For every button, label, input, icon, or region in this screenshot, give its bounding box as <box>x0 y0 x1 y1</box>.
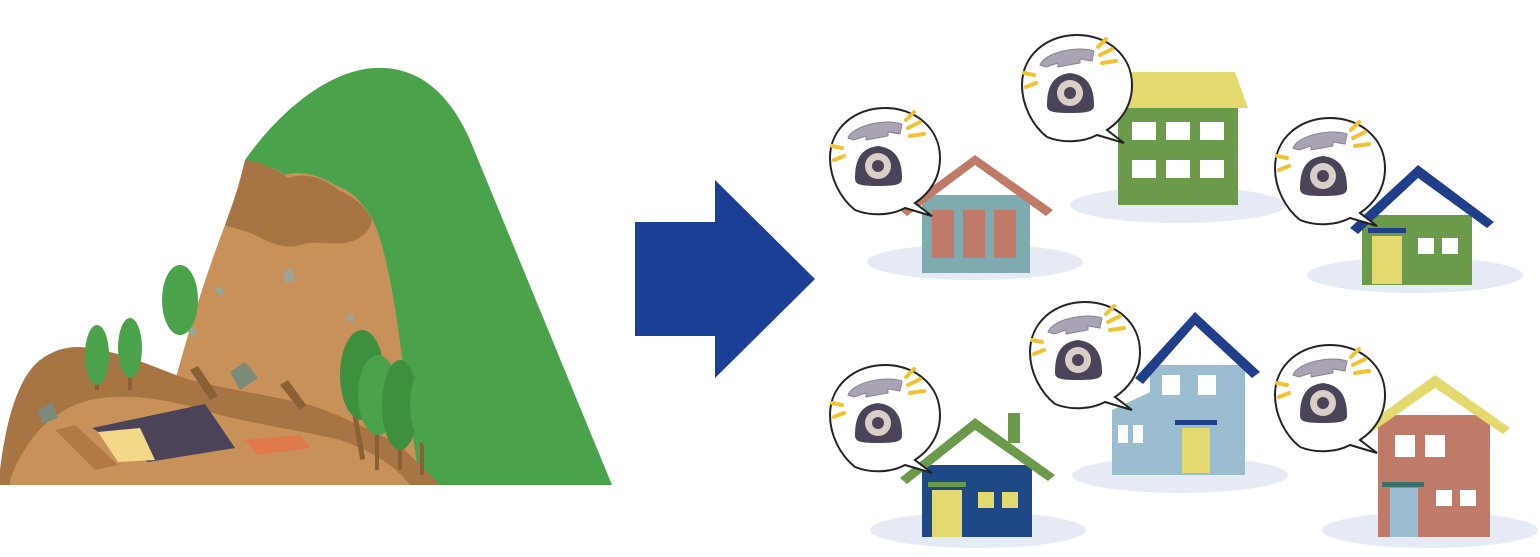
rock-3 <box>283 268 295 283</box>
house-roof <box>900 155 1053 216</box>
phone-icon <box>1028 300 1142 412</box>
buried-house-wall <box>98 428 155 462</box>
rock-2 <box>38 402 58 424</box>
phone-icon <box>1273 343 1387 455</box>
landslide-illustration <box>0 67 612 486</box>
house-5 <box>1028 300 1288 493</box>
house-1 <box>828 106 1083 280</box>
debris-plank-1 <box>245 435 310 455</box>
house-4 <box>828 363 1086 548</box>
house-roof <box>1362 375 1510 434</box>
trees-right <box>340 330 450 475</box>
phone-icon <box>1273 116 1387 228</box>
house-2 <box>1020 33 1286 223</box>
landslide-rim <box>225 160 372 247</box>
rock-4 <box>213 286 224 297</box>
trees-left <box>85 265 198 390</box>
debris-plank-4 <box>280 380 306 410</box>
phone-icon <box>1020 33 1134 145</box>
house-6 <box>1273 343 1538 548</box>
mountain-shape <box>245 67 612 486</box>
debris-plank-3 <box>190 366 218 400</box>
house-roof <box>1115 72 1248 108</box>
house-3 <box>1273 116 1523 293</box>
house-roof <box>1135 312 1260 384</box>
house-roof <box>900 418 1055 484</box>
debris-plank-2 <box>55 425 118 470</box>
rock-1 <box>230 362 258 390</box>
rock-5 <box>345 312 355 325</box>
arrow-right-icon <box>635 180 815 378</box>
house-roof <box>1350 165 1494 234</box>
phone-icon <box>828 363 942 475</box>
